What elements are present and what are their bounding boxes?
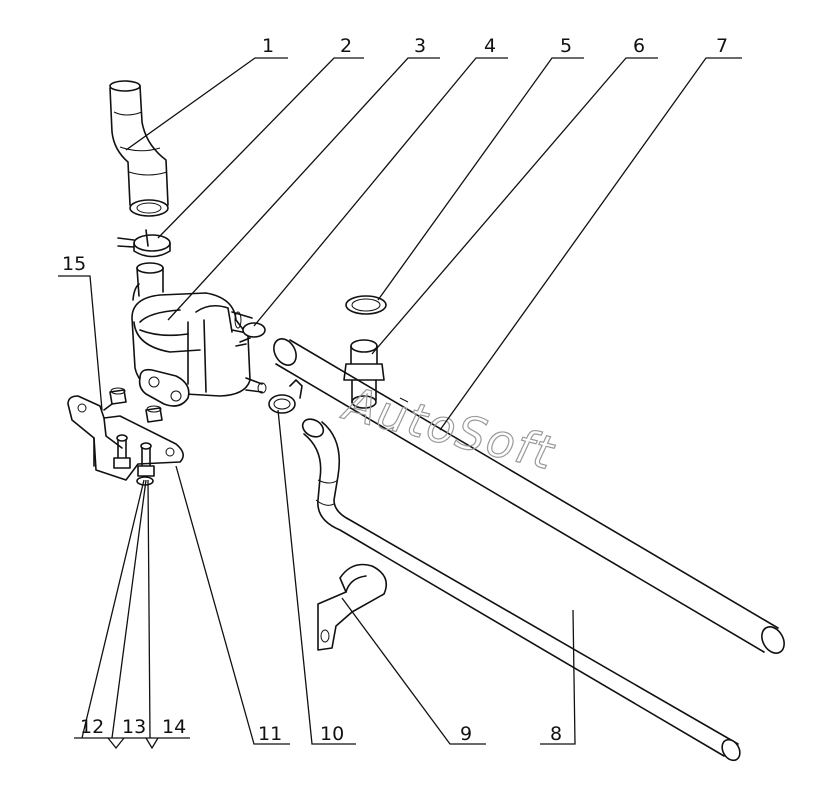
callout-15: 15 xyxy=(62,253,86,275)
callout-3: 3 xyxy=(414,35,426,57)
part-3-pump-housing xyxy=(131,262,267,407)
part-9-bracket xyxy=(317,563,388,651)
part-8-bent-pipe xyxy=(301,418,741,762)
bolt-upper-right xyxy=(145,405,163,423)
callout-labels: 1 2 3 4 5 6 7 8 9 10 11 12 13 14 15 xyxy=(62,35,728,745)
callout-7: 7 xyxy=(716,35,728,57)
callout-1: 1 xyxy=(262,35,274,57)
callout-4: 4 xyxy=(484,35,496,57)
part-2-clamp xyxy=(117,229,171,258)
callout-11: 11 xyxy=(258,723,282,745)
callout-8: 8 xyxy=(550,723,562,745)
callout-10: 10 xyxy=(320,723,344,745)
callout-9: 9 xyxy=(460,723,472,745)
callout-13: 13 xyxy=(122,716,146,738)
callout-14: 14 xyxy=(162,716,186,738)
part-7-long-pipe xyxy=(273,338,785,654)
part-4-clamp xyxy=(235,322,266,347)
part-6-fitting xyxy=(343,339,385,409)
bolt-15 xyxy=(103,387,127,411)
bolt-12 xyxy=(113,434,131,469)
watermark: AutoSoft xyxy=(336,376,560,481)
leader-lines xyxy=(58,57,742,750)
callout-2: 2 xyxy=(340,35,352,57)
bolt-13 xyxy=(137,442,155,477)
part-1-hose xyxy=(109,80,169,217)
bolts-12-15 xyxy=(103,387,163,486)
callout-5: 5 xyxy=(560,35,572,57)
part-5-ring xyxy=(345,295,387,315)
part-10-clamp xyxy=(268,379,303,414)
callout-6: 6 xyxy=(633,35,645,57)
callout-12: 12 xyxy=(80,716,104,738)
